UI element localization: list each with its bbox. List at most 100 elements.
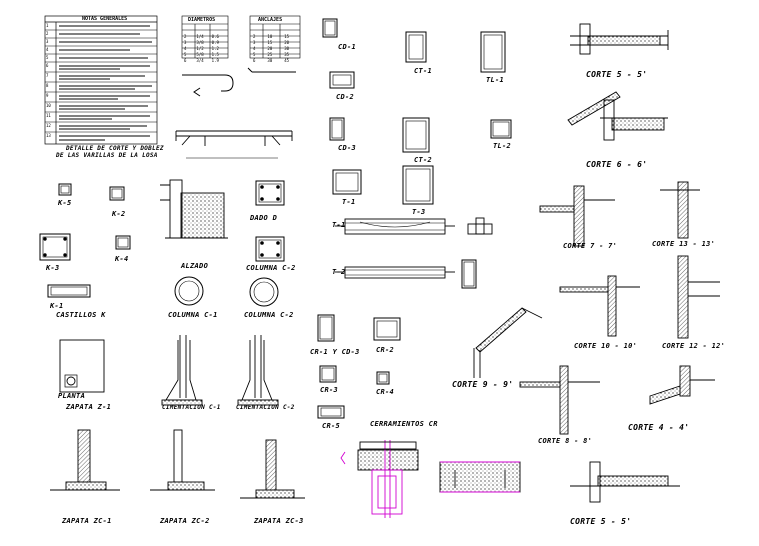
corte-8-title: CORTE 8 - 8' [538, 437, 593, 445]
cr1-cd3-section [317, 314, 335, 342]
note-number: 2 [46, 31, 49, 36]
magenta-slab-detail [439, 461, 521, 493]
anchorage-table [249, 15, 301, 59]
note-number: 4 [46, 47, 49, 52]
table-cell: 6 [184, 58, 187, 63]
table-cell: 0.6 [211, 34, 219, 39]
table-cell: 20 [284, 40, 290, 45]
table-cell: 30 [267, 58, 273, 63]
castillo-k4 [115, 235, 131, 250]
table-cell: 1/2 [196, 46, 204, 51]
slab-bars-title-2: DE LAS VARILLAS DE LA LOSA [56, 152, 158, 159]
ct1-section [405, 31, 427, 63]
corte-5b-section [570, 461, 680, 503]
cr3-title: CR-3 [320, 386, 339, 394]
ct2-section [402, 117, 430, 153]
table-cell: 3 [253, 40, 256, 45]
general-notes-table [44, 15, 158, 145]
magenta-connection-detail [340, 440, 419, 518]
corte-8-section [519, 365, 600, 435]
table-cell: 6 [253, 58, 256, 63]
cr2-section [373, 317, 401, 341]
table-cell: 1/4 [196, 34, 204, 39]
cd1-section [322, 18, 338, 38]
corte-12-section [677, 255, 720, 339]
t3-title: T-3 [412, 208, 426, 216]
columna-c2-square [255, 236, 285, 262]
zapata-z1-title: ZAPATA Z-1 [66, 403, 112, 411]
corte-12-title: CORTE 12 - 12' [662, 342, 726, 350]
diameters-header: DIAMETROS [188, 17, 216, 23]
dado-title: DADO D [250, 214, 278, 222]
cd2-section [329, 71, 355, 89]
notes-title: NOTAS GENERALES [82, 16, 128, 22]
t2-beam-elevation [335, 266, 455, 279]
alzado-elevation [160, 179, 228, 239]
table-cell: 5/8 [196, 52, 204, 57]
tl1-title: TL-1 [486, 76, 505, 84]
corte-4-title: CORTE 4 - 4' [628, 423, 690, 432]
corte-13-title: CORTE 13 - 13' [652, 240, 716, 248]
t1-beam-elevation [335, 218, 455, 235]
corte-6-title: CORTE 6 - 6' [586, 160, 648, 169]
table-cell: 30 [284, 46, 290, 51]
cimentacion-c1 [161, 335, 203, 406]
tl2-section [490, 119, 512, 139]
note-number: 11 [46, 113, 51, 118]
tl2-title: TL-2 [493, 142, 512, 150]
corte-13-section [660, 181, 700, 239]
castillo-k3 [39, 233, 71, 261]
zapata-z1-plan [59, 339, 105, 393]
alzado-title: ALZADO [181, 262, 209, 270]
corte-6-section [567, 91, 668, 141]
table-cell: 15 [284, 34, 290, 39]
corte-9-section [473, 307, 543, 378]
table-cell: 1.9 [211, 58, 219, 63]
note-number: 9 [46, 93, 49, 98]
label-k3: K-3 [46, 264, 60, 272]
cr1-cd3-title: CR-1 Y CD-3 [310, 348, 360, 356]
cerramientos-title: CERRAMIENTOS CR [370, 420, 438, 428]
table-cell: 0.9 [211, 40, 219, 45]
notes-numbers: 1 2 3 4 5 6 7 8 9 10 11 12 13 [46, 23, 56, 143]
note-number: 6 [46, 63, 49, 68]
columna-c2-round [249, 277, 279, 307]
table-cell: 20 [267, 46, 273, 51]
zapata-zc2-title: ZAPATA ZC-2 [160, 517, 210, 525]
cr5-section [317, 405, 345, 419]
note-number: 7 [46, 73, 49, 78]
table-cell: 15 [267, 40, 273, 45]
t1-section [332, 169, 362, 195]
t2-beam-title: T-2 [332, 268, 346, 276]
planta-title: PLANTA [58, 392, 86, 400]
ct2-title: CT-2 [414, 156, 433, 164]
table-cell: 4 [253, 46, 256, 51]
cd3-section [329, 117, 345, 141]
cd3-title: CD-3 [338, 144, 357, 152]
t2-beam-section [461, 259, 477, 289]
cr4-section [376, 371, 390, 385]
note-number: 3 [46, 39, 49, 44]
table-cell: 2 [184, 34, 187, 39]
t3-section [402, 165, 434, 205]
t1-beam-small-section [467, 217, 493, 235]
table-cell: 10 [267, 34, 273, 39]
label-k1: K-1 [50, 302, 64, 310]
label-k2: K-2 [112, 210, 126, 218]
columna-c2-title-b: COLUMNA C-2 [244, 311, 294, 319]
anchorage-header: ANCLAJES [258, 17, 283, 23]
zapata-zc1 [50, 429, 120, 491]
table-cell: 2 [253, 34, 256, 39]
zapata-zc3-title: ZAPATA ZC-3 [254, 517, 304, 525]
table-cell: 5 [184, 52, 187, 57]
cimentacion-c2-title: CIMENTACION C-2 [236, 404, 295, 411]
dado-d [255, 180, 285, 206]
cimentacion-c1-title: CIMENTACION C-1 [162, 404, 221, 411]
zapata-zc1-title: ZAPATA ZC-1 [62, 517, 112, 525]
table-cell: 4 [184, 46, 187, 51]
table-cell: 25 [267, 52, 273, 57]
slab-bars-title-1: DETALLE DE CORTE Y DOBLEZ [66, 145, 164, 152]
